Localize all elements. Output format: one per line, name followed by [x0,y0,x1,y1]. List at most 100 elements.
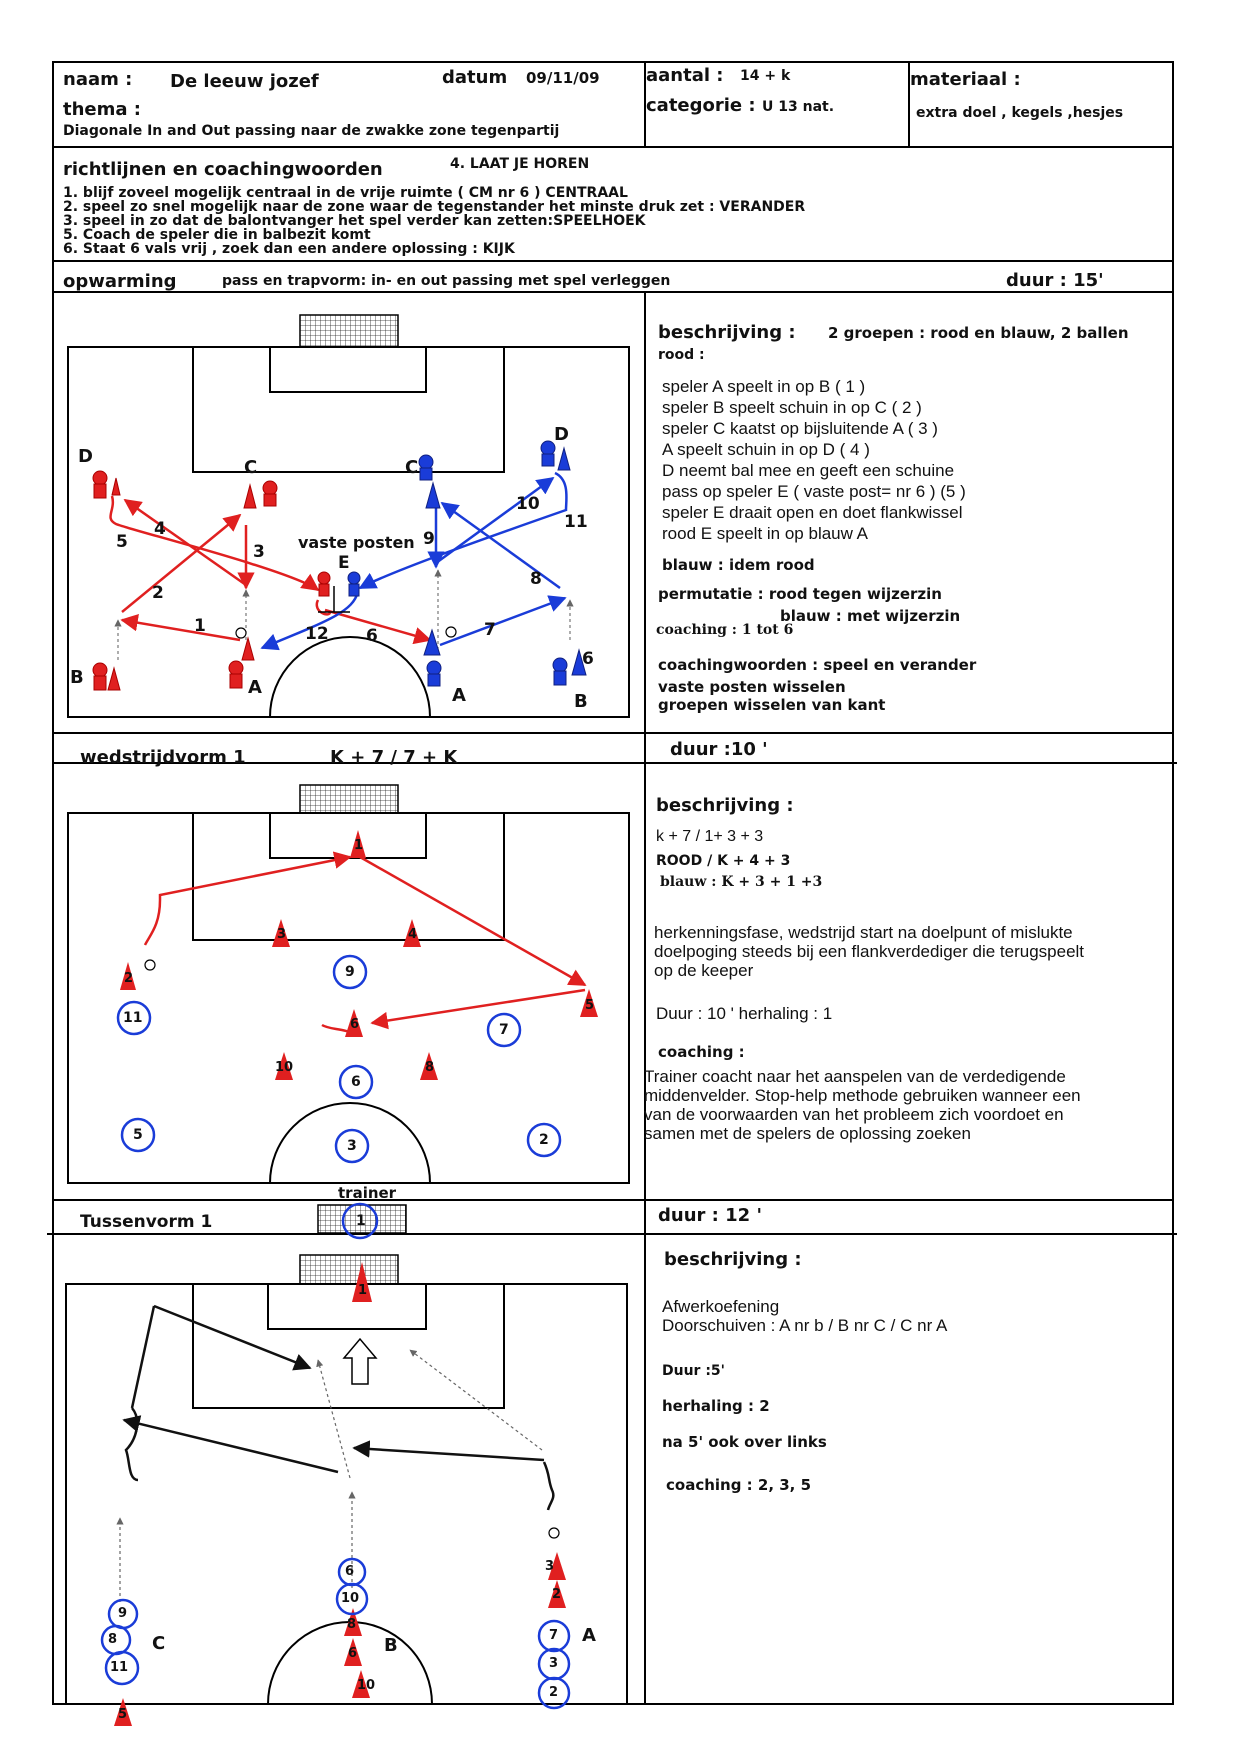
naam-value: De leeuw jozef [170,71,319,92]
opwarming-duur: duur : 15' [1006,270,1104,291]
frame-line-opwarming [52,291,1174,293]
pass-number: 11 [564,512,588,532]
frame-line-wedstrijd [52,762,1177,764]
pass-number: 2 [152,583,164,603]
pass-number: 3 [253,542,265,562]
pass-number: 4 [154,519,166,539]
red-cone-number: 5 [585,998,595,1013]
guideline-item: 5. Coach de speler die in balbezit komt [63,227,371,243]
wedstrijd-para: herkenningsfase, wedstrijd start na doel… [654,923,1084,980]
tussen-duur5: Duur :5' [662,1363,725,1379]
frame-top [52,61,1174,63]
blue-player-number: 2 [539,1132,549,1148]
diagram-label-C-left: C [244,457,258,478]
description-line: herkenningsfase, wedstrijd start na doel… [654,923,1073,942]
wedstrijd-line3: blauw : K + 3 + 1 +3 [660,874,823,890]
description-line: Trainer coacht naar het aanspelen van de… [644,1067,1066,1086]
blue-player-number: 1 [356,1213,366,1229]
tussen-beschrijving-label: beschrijving : [664,1249,802,1270]
description-line: middenvelder. Stop-help methode gebruike… [644,1086,1081,1105]
guidelines-title: richtlijnen en coachingwoorden [63,159,383,180]
diagram-label-A-right: A [452,685,466,706]
red-cone-number: 3 [277,927,287,942]
guidelines-list: 1. blijf zoveel mogelijk centraal in de … [63,186,805,256]
frame-line-guidelines [52,260,1174,262]
pass-number: 6 [366,626,378,646]
opwarming-blauw: blauw : idem rood [662,556,815,574]
wedstrijd-line2: ROOD / K + 4 + 3 [656,853,791,869]
blue-player-number: 7 [499,1022,509,1038]
wedstrijd-duur: duur :10 ' [670,739,768,760]
datum-label: datum [442,67,508,88]
pass-number: 12 [305,624,329,644]
red-cone-number: 4 [408,927,418,942]
description-line: doelpoging steeds bij een flankverdedige… [654,942,1085,961]
wedstrijd-duur-herhaling: Duur : 10 ' herhaling : 1 [656,1004,833,1023]
red-cone-number: 3 [545,1559,555,1574]
thema-value: Diagonale In and Out passing naar de zwa… [63,123,560,139]
diagram-label-E: E [338,553,350,573]
wedstrijd-form: K + 7 / 7 + K [330,747,458,768]
red-cone-number: 6 [350,1017,360,1032]
frame-line-wedstrijd-top [52,732,1174,734]
guidelines-item4: 4. LAAT JE HOREN [450,156,590,172]
aantal-value: 14 + k [740,68,791,84]
description-line: D neemt bal mee en geeft een schuine [662,461,955,480]
description-line: speler A speelt in op B ( 1 ) [662,377,866,396]
tussen-herhaling: herhaling : 2 [662,1397,770,1415]
thema-label: thema : [63,99,141,120]
diagram-label-D-left: D [78,446,93,467]
opwarming-lines: speler A speelt in op B ( 1 ) speler B s… [662,376,966,544]
diagram-label-B-right: B [574,691,588,712]
description-line: speler C kaatst op bijsluitende A ( 3 ) [662,419,938,438]
pass-number: 5 [116,532,128,552]
red-cone-number: 10 [275,1060,294,1075]
description-line: speler B speelt schuin in op C ( 2 ) [662,398,922,417]
description-line: rood E speelt in op blauw A [662,524,869,543]
blue-player-number: 8 [108,1632,118,1647]
frame-right [1172,61,1174,1705]
opwarming-permutatie2: blauw : met wijzerzin [780,607,961,625]
wedstrijd-beschrijving-label: beschrijving : [656,795,794,816]
pass-number: 1 [194,616,206,636]
blue-player-number: 5 [133,1127,143,1143]
blue-player-number: 11 [123,1010,143,1026]
red-cone-number: 1 [358,1283,368,1298]
red-cone-number: 6 [348,1646,358,1661]
diagram-vaste-posten: vaste posten [298,533,415,552]
datum-value: 09/11/09 [526,69,600,87]
pass-number: 7 [484,620,496,640]
materiaal-label: materiaal : [910,69,1021,90]
tussen-links: na 5' ook over links [662,1433,827,1451]
frame-line-tussen [47,1233,1177,1235]
aantal-label: aantal : [646,65,724,86]
description-line: op de keeper [654,961,754,980]
group-label-A: A [582,1625,596,1646]
blue-player-number: 10 [341,1591,360,1606]
description-line: A speelt schuin in op D ( 4 ) [662,440,870,459]
pass-number: 10 [516,494,540,514]
wedstrijd-line1: k + 7 / 1+ 3 + 3 [656,828,764,845]
blue-player-number: 6 [351,1074,361,1090]
blue-player-number: 2 [549,1685,559,1700]
group-label-C: C [152,1633,166,1654]
blue-player-number: 9 [345,964,355,980]
guideline-item: 6. Staat 6 vals vrij , zoek dan een ande… [63,241,515,257]
frame-line-tussen-top [52,1199,1174,1201]
red-cone-number: 2 [124,971,134,986]
group-label-B: B [384,1635,398,1656]
red-cone-number: 1 [354,838,364,853]
guideline-item: 2. speel zo snel mogelijk naar de zone w… [63,199,806,215]
red-cone-number: 8 [425,1060,435,1075]
materiaal-value: extra doel , kegels ,hesjes [916,105,1124,121]
blue-player-number: 3 [549,1656,559,1671]
opwarming-coaching: coaching : 1 tot 6 [656,622,794,638]
diagram-label-A-left: A [248,677,262,698]
red-cone-number: 2 [552,1587,562,1602]
opwarming-groepen: groepen wisselen van kant [658,696,886,714]
guideline-item: 1. blijf zoveel mogelijk centraal in de … [63,185,628,201]
categorie-value: U 13 nat. [762,99,835,115]
